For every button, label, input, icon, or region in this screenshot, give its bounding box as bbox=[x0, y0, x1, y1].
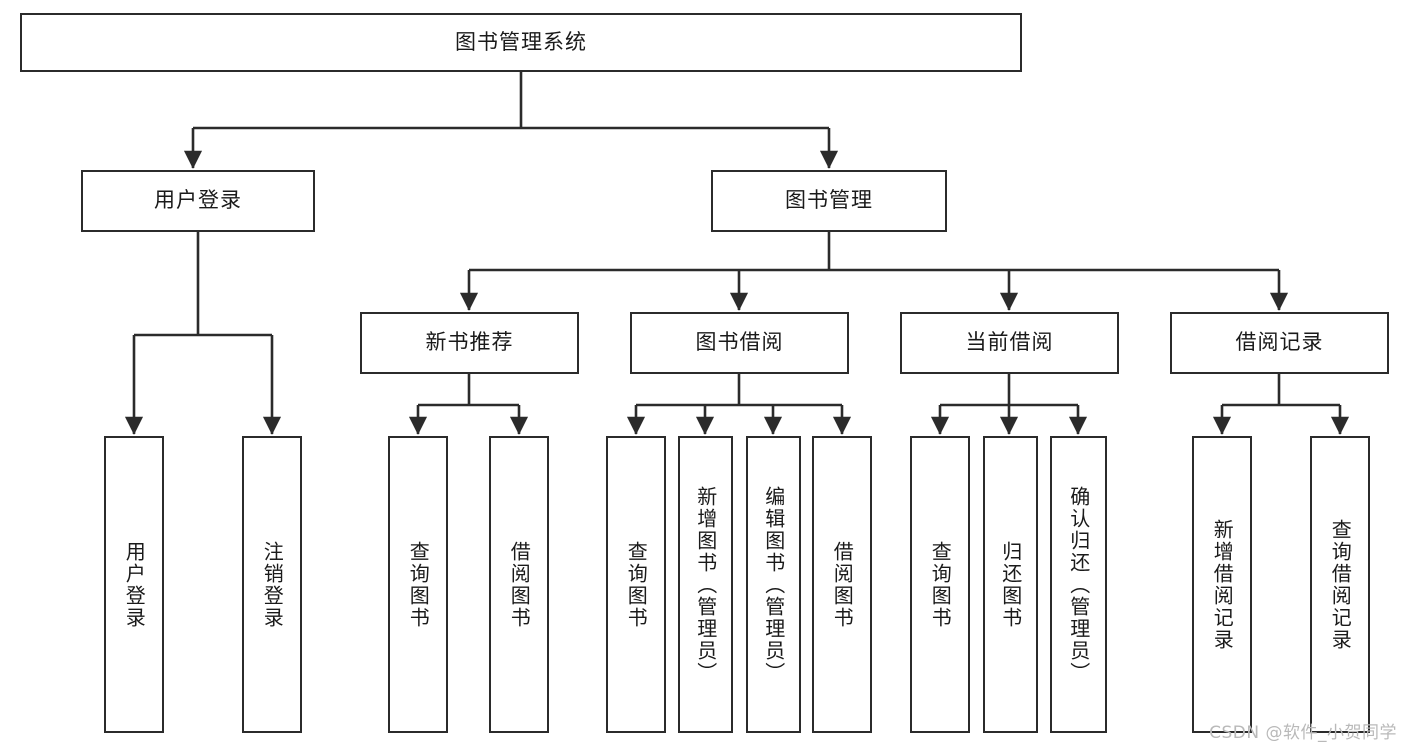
node-leaf-query-book-1-label: 查询图书 bbox=[406, 540, 431, 629]
node-leaf-logout-label: 注销登录 bbox=[260, 540, 285, 629]
node-leaf-query-record-label: 查询借阅记录 bbox=[1328, 518, 1353, 651]
node-new-book-recommend-label: 新书推荐 bbox=[425, 330, 514, 355]
node-leaf-add-record[interactable]: 新增借阅记录 bbox=[1192, 436, 1252, 733]
node-leaf-add-book-label: 新增图书（管理员） bbox=[693, 485, 718, 684]
node-leaf-add-book[interactable]: 新增图书（管理员） bbox=[678, 436, 733, 733]
node-leaf-query-book-3-label: 查询图书 bbox=[928, 540, 953, 629]
node-leaf-query-record[interactable]: 查询借阅记录 bbox=[1310, 436, 1370, 733]
node-leaf-borrow-book-2[interactable]: 借阅图书 bbox=[812, 436, 872, 733]
node-current-borrow-label: 当前借阅 bbox=[965, 330, 1054, 355]
node-leaf-query-book-2[interactable]: 查询图书 bbox=[606, 436, 666, 733]
node-book-manage-label: 图书管理 bbox=[785, 188, 873, 213]
node-leaf-borrow-book-2-label: 借阅图书 bbox=[830, 540, 855, 629]
node-root[interactable]: 图书管理系统 bbox=[20, 13, 1022, 72]
node-leaf-return-book-label: 归还图书 bbox=[998, 540, 1023, 629]
node-leaf-add-record-label: 新增借阅记录 bbox=[1210, 518, 1235, 651]
node-leaf-logout[interactable]: 注销登录 bbox=[242, 436, 302, 733]
node-leaf-borrow-book-1[interactable]: 借阅图书 bbox=[489, 436, 549, 733]
node-new-book-recommend[interactable]: 新书推荐 bbox=[360, 312, 579, 374]
node-borrow-record-label: 借阅记录 bbox=[1235, 330, 1324, 355]
node-user-login-label: 用户登录 bbox=[154, 188, 242, 213]
node-root-label: 图书管理系统 bbox=[455, 29, 587, 54]
node-leaf-query-book-2-label: 查询图书 bbox=[624, 540, 649, 629]
node-borrow-record[interactable]: 借阅记录 bbox=[1170, 312, 1389, 374]
watermark: CSDN @软件_小贺同学 bbox=[1209, 723, 1397, 743]
node-leaf-user-login[interactable]: 用户登录 bbox=[104, 436, 164, 733]
node-book-manage[interactable]: 图书管理 bbox=[711, 170, 947, 232]
node-leaf-edit-book-label: 编辑图书（管理员） bbox=[761, 485, 786, 684]
node-leaf-edit-book[interactable]: 编辑图书（管理员） bbox=[746, 436, 801, 733]
node-leaf-query-book-3[interactable]: 查询图书 bbox=[910, 436, 970, 733]
node-leaf-query-book-1[interactable]: 查询图书 bbox=[388, 436, 448, 733]
node-leaf-confirm-return-label: 确认归还（管理员） bbox=[1066, 485, 1091, 684]
node-book-borrow[interactable]: 图书借阅 bbox=[630, 312, 849, 374]
node-book-borrow-label: 图书借阅 bbox=[695, 330, 784, 355]
node-leaf-borrow-book-1-label: 借阅图书 bbox=[507, 540, 532, 629]
node-leaf-return-book[interactable]: 归还图书 bbox=[983, 436, 1038, 733]
node-user-login[interactable]: 用户登录 bbox=[81, 170, 315, 232]
node-leaf-user-login-label: 用户登录 bbox=[122, 540, 147, 629]
node-leaf-confirm-return[interactable]: 确认归还（管理员） bbox=[1050, 436, 1107, 733]
node-current-borrow[interactable]: 当前借阅 bbox=[900, 312, 1119, 374]
